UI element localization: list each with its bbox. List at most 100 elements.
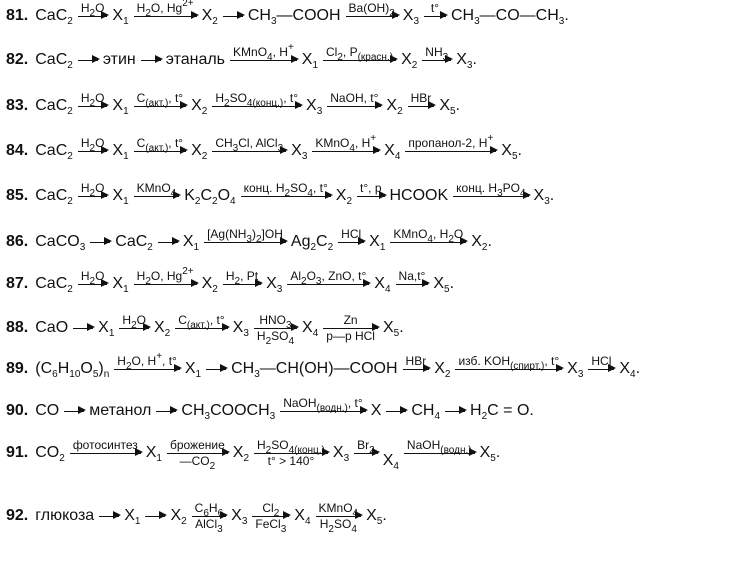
reagent-above-arrow: пропанол-2, H+	[408, 132, 494, 150]
chemical-species: X1	[112, 187, 129, 207]
problem-number: 84.	[6, 142, 29, 159]
condition-below-arrow	[259, 62, 268, 75]
reaction-arrow-with-conditions: Br2	[354, 433, 380, 473]
reaction-arrow-with-conditions: t°	[424, 0, 448, 36]
reagent-above-arrow: KMnO4, H+	[315, 132, 377, 154]
chemical-species: X2	[191, 142, 208, 162]
condition-below-arrow: AlCl3	[195, 516, 223, 535]
condition-below-arrow	[367, 18, 376, 31]
reagent-above-arrow: брожение	[169, 437, 225, 452]
condition-below-arrow	[88, 286, 97, 299]
chemical-species: X2	[191, 97, 208, 117]
reaction-arrow-with-conditions: KMnO4, H+	[230, 40, 299, 80]
arrow-right-icon	[312, 145, 381, 154]
condition-below-arrow	[281, 198, 290, 211]
condition-below-arrow	[324, 286, 333, 299]
reaction-arrow	[140, 40, 163, 80]
problem-number: 82.	[6, 51, 29, 68]
chemical-species: X2	[232, 444, 249, 464]
chemical-species: X5.	[501, 142, 522, 162]
chemical-species: X1	[184, 360, 202, 380]
reaction-arrow	[445, 391, 468, 431]
chemical-species: X5.	[366, 507, 387, 527]
condition-below-arrow	[88, 153, 97, 166]
arrow-right-icon	[166, 447, 230, 456]
chemical-species: X1	[182, 233, 200, 253]
reagent-above-arrow: Cl2, P(красн.)	[326, 44, 394, 63]
chemical-species: X1	[112, 275, 129, 295]
reaction-arrow-with-conditions: H2, Pt	[222, 264, 264, 304]
condition-below-arrow	[355, 62, 364, 75]
condition-below-arrow	[504, 371, 513, 384]
chemical-species: CaC2	[35, 275, 73, 295]
chemical-species: CH3—COOH	[247, 7, 341, 27]
arrow-right-icon	[77, 100, 109, 109]
arrow-right-icon	[455, 363, 564, 372]
reaction-arrow	[145, 496, 168, 536]
arrow-right-icon	[90, 236, 113, 245]
reagent-above-arrow: Ba(OH)2	[348, 0, 395, 19]
reaction-arrow-with-conditions: H2O	[77, 86, 109, 126]
reaction-arrow	[77, 40, 100, 80]
condition-below-arrow	[411, 371, 420, 384]
chemical-species: X1	[369, 233, 386, 253]
chemical-species: X3	[402, 7, 419, 27]
arrow-right-icon	[133, 278, 199, 287]
condition-below-arrow	[142, 371, 151, 384]
condition-below-arrow	[416, 108, 425, 121]
condition-below-arrow	[446, 153, 455, 166]
chemical-species: CO	[35, 402, 60, 419]
reagent-above-arrow: конц. H2SO4, t°	[243, 180, 328, 199]
chemical-species: X3	[266, 275, 283, 295]
reagent-above-arrow: HNO3	[259, 312, 292, 331]
arrow-right-icon	[222, 278, 264, 287]
reaction-arrow-with-conditions: CH3Cl, AlCl3	[212, 131, 288, 171]
reaction-arrow-with-conditions: H2O, H+, t°	[114, 349, 182, 389]
reaction-arrow-with-conditions: KMnO4	[133, 176, 181, 216]
arrow-right-icon	[175, 322, 231, 331]
reaction-arrow-with-conditions: Al2O3, ZnO, t°	[287, 264, 372, 304]
chemical-species: X5.	[439, 97, 460, 117]
reaction-arrow-with-conditions: C(акт.), t°	[133, 86, 189, 126]
chemical-species: X1	[145, 444, 162, 464]
reaction-arrow	[64, 391, 87, 431]
chemical-species: X3	[231, 507, 248, 527]
arrow-right-icon	[77, 54, 100, 63]
reaction-arrow-with-conditions: H2O, Hg2+	[133, 264, 199, 304]
chemical-species: X2	[434, 360, 451, 380]
reaction-arrow-with-conditions: HBr	[402, 349, 431, 389]
reagent-above-arrow: H2O	[80, 268, 105, 287]
reaction-arrow-with-conditions: C(акт.), t°	[133, 131, 189, 171]
reagent-above-arrow: NaOH(водн.)	[406, 437, 472, 456]
condition-below-arrow	[432, 62, 441, 75]
arrow-right-icon	[204, 236, 288, 245]
reaction-arrow-with-conditions: H2SO4(конц.)t° > 140°	[254, 433, 330, 473]
arrow-right-icon	[323, 322, 380, 331]
chemical-species: X2	[201, 7, 218, 27]
chemical-species: X2	[153, 319, 171, 339]
chemical-species: X1	[98, 319, 115, 339]
condition-below-arrow	[346, 244, 355, 257]
chemical-species: X4	[294, 507, 311, 527]
chemical-species: H2C = O.	[470, 402, 534, 422]
reagent-above-arrow: H2SO4(конц.), t°	[215, 90, 299, 109]
reagent-above-arrow: H2O, Hg2+	[136, 265, 194, 287]
condition-below-arrow	[88, 18, 97, 31]
reaction-arrow-with-conditions: конц. H3PO4	[453, 176, 531, 216]
condition-below-arrow: p—p HCl	[326, 328, 375, 343]
chemical-species: X2	[335, 187, 353, 207]
condition-below-arrow	[197, 330, 206, 343]
arrow-right-icon	[212, 145, 288, 154]
reaction-arrow	[73, 308, 96, 348]
chemical-species: X3	[232, 319, 249, 339]
arrow-right-icon	[191, 510, 229, 519]
reaction-arrow	[156, 391, 179, 431]
reaction-arrow-with-conditions: KMnO4, H+	[312, 131, 381, 171]
problem-number: 91.	[6, 444, 29, 461]
reaction-arrow-with-conditions: H2SO4(конц.), t°	[212, 86, 303, 126]
problem-number: 92.	[6, 507, 29, 524]
arrow-right-icon	[212, 100, 303, 109]
